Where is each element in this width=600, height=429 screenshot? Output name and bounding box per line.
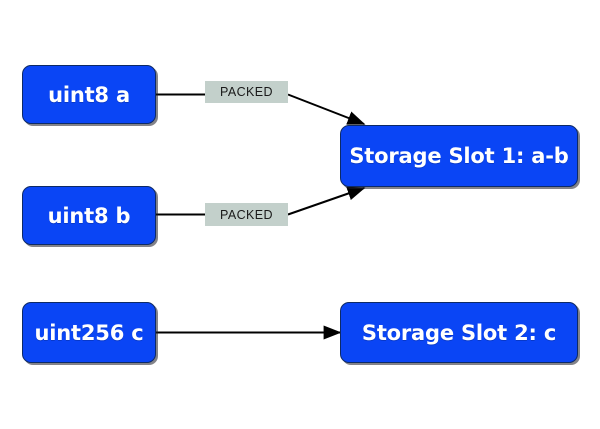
node-uint8-a[interactable]: uint8 a — [22, 65, 156, 124]
node-storage-slot-1-label: Storage Slot 1: a-b — [349, 144, 569, 168]
node-uint256-c[interactable]: uint256 c — [22, 302, 156, 363]
node-uint8-a-label: uint8 a — [48, 82, 130, 107]
edge-label-packed-b: PACKED — [205, 203, 288, 226]
node-uint8-b[interactable]: uint8 b — [22, 186, 156, 245]
edge-label-packed-a: PACKED — [205, 81, 288, 103]
node-storage-slot-2[interactable]: Storage Slot 2: c — [340, 302, 578, 363]
node-uint8-b-label: uint8 b — [47, 203, 131, 228]
connector-b-to-slot1 — [287, 186, 366, 216]
edge-label-packed-a-text: PACKED — [220, 85, 273, 99]
node-storage-slot-2-label: Storage Slot 2: c — [361, 320, 557, 345]
node-uint256-c-label: uint256 c — [34, 320, 144, 345]
node-storage-slot-1[interactable]: Storage Slot 1: a-b — [340, 125, 578, 187]
connector-a-to-slot1 — [287, 93, 366, 125]
edge-label-packed-b-text: PACKED — [220, 207, 273, 222]
